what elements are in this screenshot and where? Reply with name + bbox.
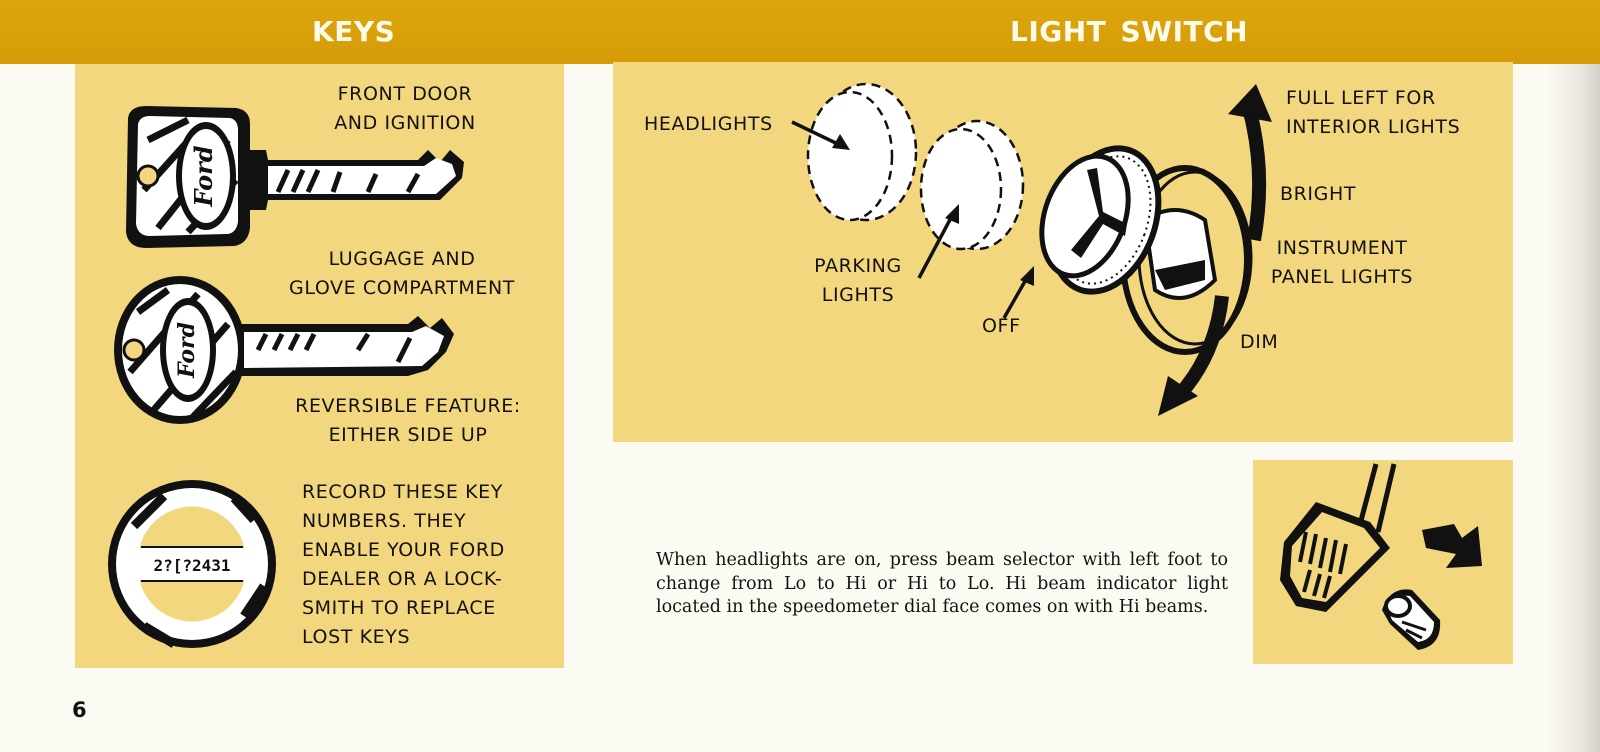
beam-selector-button-icon <box>1382 589 1441 650</box>
off-label: OFF <box>982 315 1021 337</box>
svg-text:Ford: Ford <box>189 145 218 207</box>
reversible-label: REVERSIBLE FEATURE: EITHER SIDE UP <box>295 395 521 446</box>
key-number-tag-icon: 2?[?2431 <box>108 480 276 648</box>
record-key-numbers-label: RECORD THESE KEY NUMBERS. THEY ENABLE YO… <box>302 481 505 648</box>
luggage-key-icon: Ford <box>114 276 454 424</box>
header-band <box>0 0 1600 64</box>
parking-lights-arrow-icon <box>917 204 959 279</box>
full-left-label: FULL LEFT FOR INTERIOR LIGHTS <box>1286 87 1461 138</box>
svg-text:Ford: Ford <box>174 322 200 379</box>
ignition-key-icon: Ford <box>126 106 464 248</box>
headlights-position-icon <box>806 82 918 222</box>
light-switch-section-title: LIGHT SWITCH <box>1010 15 1249 48</box>
page-number: 6 <box>72 698 87 722</box>
foot-pedal-icon <box>1280 463 1397 612</box>
headlights-label: HEADLIGHTS <box>644 113 773 135</box>
page-edge-shadow <box>1548 64 1600 752</box>
rotate-down-arrow-icon <box>1158 295 1229 416</box>
light-switch-knob-icon <box>1039 145 1253 355</box>
parking-lights-label: PARKING LIGHTS <box>814 255 902 306</box>
svg-text:2?[?2431: 2?[?2431 <box>153 556 230 575</box>
rotate-up-arrow-icon <box>1228 84 1272 242</box>
instrument-panel-lights-label: INSTRUMENT PANEL LIGHTS <box>1270 237 1414 288</box>
dim-label: DIM <box>1240 331 1279 353</box>
beam-selector-arrow-icon <box>1422 524 1482 568</box>
bright-label: BRIGHT <box>1280 183 1357 205</box>
keys-section-title: KEYS <box>312 15 396 48</box>
beam-selector-description: When headlights are on, press beam selec… <box>656 550 1228 617</box>
front-door-label: FRONT DOOR AND IGNITION <box>334 83 476 134</box>
off-arrow-icon <box>1002 266 1034 319</box>
luggage-label: LUGGAGE AND GLOVE COMPARTMENT <box>289 248 515 299</box>
headlights-arrow-icon <box>791 120 850 150</box>
